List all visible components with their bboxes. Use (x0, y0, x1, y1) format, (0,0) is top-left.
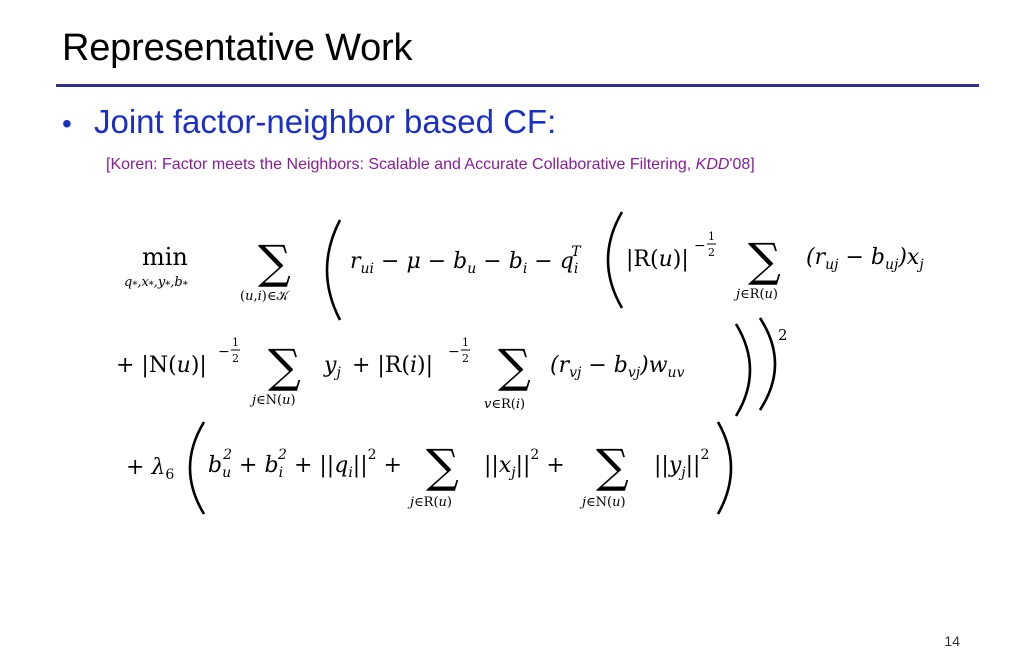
eq-paren-close-2 (734, 323, 752, 417)
eq-line2-n: + |N(u)| (116, 353, 207, 378)
eq-line2-r-exp-num: 1 (462, 336, 469, 349)
eq-line3-terms: bu2 + bi2 + ||qi||2 + (208, 447, 402, 481)
eq-line2-n-exp: − (218, 344, 230, 360)
bullet-text: Joint factor-neighbor based CF: (94, 103, 557, 140)
eq-sum-6-sub: j∈N(u) (579, 495, 626, 510)
eq-sum-1: ∑ (258, 235, 291, 289)
eq-paren-open-1 (325, 219, 342, 321)
eq-paren-close-1 (758, 317, 777, 411)
eq-sum-3: ∑ (268, 339, 301, 393)
eq-sum-3-sub: j∈N(u) (249, 393, 296, 408)
equation-svg: min q*,x*,y*,b* ∑ (u,i)∈𝒦 rui − μ − bu −… (116, 211, 924, 515)
eq-line1-norm-exp-num: 1 (708, 230, 715, 243)
eq-sum-5-sub: j∈R(u) (407, 495, 452, 510)
eq-line3-x: ||xj||2 + (484, 447, 565, 481)
eq-line3-y: ||yj||2 (654, 447, 709, 481)
eq-paren-open-3 (188, 421, 206, 515)
eq-line2-power: 2 (778, 326, 788, 344)
eq-line1-norm: |R(u)| (626, 247, 689, 272)
bullet-dot: • (62, 108, 72, 139)
eq-sum-5: ∑ (426, 439, 459, 493)
title-divider (56, 84, 979, 87)
eq-line1-norm-exp: − (694, 238, 706, 254)
eq-paren-close-3 (716, 421, 733, 515)
page-number: 14 (944, 633, 960, 649)
eq-line1-norm-exp-den: 2 (708, 246, 715, 259)
eq-min: min (142, 243, 188, 271)
eq-sum-2: ∑ (748, 233, 781, 287)
eq-line2-n-exp-num: 1 (232, 336, 239, 349)
slide-title: Representative Work (62, 27, 413, 69)
eq-line2-r-exp: − (448, 344, 460, 360)
eq-line1-terms: rui − μ − bu − bi − qiT (350, 244, 582, 277)
citation-venue: KDD (695, 156, 730, 173)
eq-line2-y: yj (323, 353, 341, 381)
eq-min-sub: q*,x*,y*,b* (124, 275, 188, 291)
eq-sum-6: ∑ (596, 439, 629, 493)
eq-sum-4: ∑ (498, 339, 531, 393)
eq-line1-inner: (ruj − buj)xj (806, 245, 924, 273)
citation-suffix: '08] (729, 156, 755, 173)
citation-prefix: [Koren: Factor meets the Neighbors: Scal… (106, 156, 696, 173)
bullet-item: • Joint factor-neighbor based CF: (62, 103, 556, 141)
eq-line2-r-exp-den: 2 (462, 352, 469, 365)
citation: [Koren: Factor meets the Neighbors: Scal… (106, 156, 755, 174)
eq-line3-lambda: + λ6 (126, 455, 174, 483)
eq-paren-open-2 (606, 211, 624, 309)
eq-line2-n-exp-den: 2 (232, 352, 239, 365)
eq-sum-2-sub: j∈R(u) (733, 287, 778, 302)
eq-sum-4-sub: v∈R(i) (484, 397, 525, 412)
eq-line2-inner: (rvj − bvj)wuv (550, 353, 685, 381)
eq-sum-1-sub: (u,i)∈𝒦 (240, 289, 290, 304)
eq-line2-r: + |R(i)| (352, 353, 433, 378)
objective-equation: min q*,x*,y*,b* ∑ (u,i)∈𝒦 rui − μ − bu −… (112, 200, 972, 520)
